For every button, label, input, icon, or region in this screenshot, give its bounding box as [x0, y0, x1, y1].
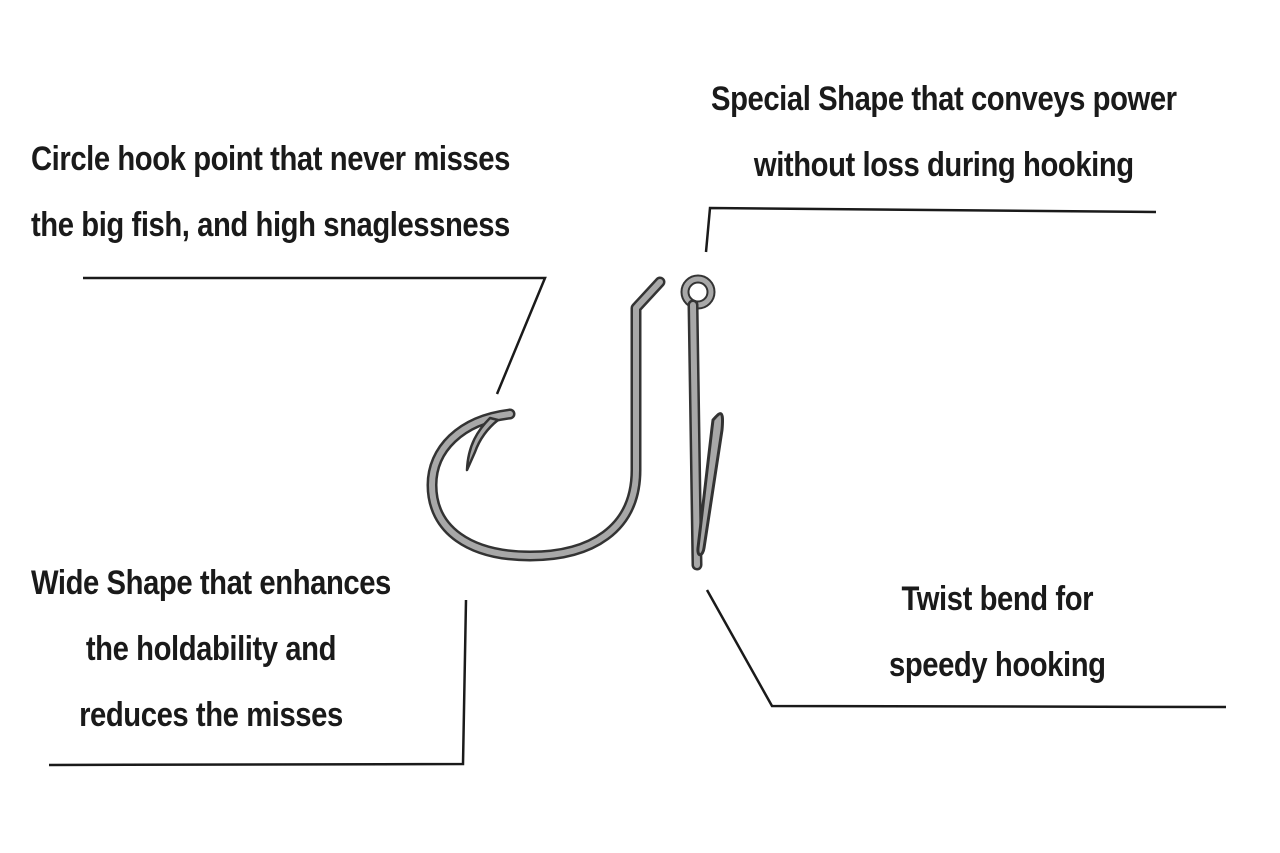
annotation-circle-point: Circle hook point that never misses the … — [31, 126, 510, 258]
annotation-line: reduces the misses — [79, 696, 343, 734]
annotation-twist-bend: Twist bend for speedy hooking — [889, 566, 1106, 698]
circle-hook-icon — [426, 276, 666, 562]
leader-line-twist-bend — [705, 589, 1227, 709]
annotation-line: without loss during hooking — [753, 146, 1134, 184]
annotation-wide-shape: Wide Shape that enhances the holdability… — [31, 550, 391, 748]
annotation-line: the big fish, and high snaglessness — [31, 206, 510, 244]
circle-hook-barb — [465, 416, 500, 472]
hook-shank-fill — [690, 302, 700, 568]
annotation-line: the holdability and — [85, 630, 337, 668]
leader-line-circle-point — [83, 276, 547, 395]
circle-hook-body-fill — [429, 279, 663, 559]
annotation-line: Twist bend for — [901, 580, 1094, 618]
hook-twist-bend — [696, 412, 724, 557]
annotation-line: Wide Shape that enhances — [31, 564, 391, 602]
annotation-line: speedy hooking — [889, 646, 1106, 684]
leader-line-wide-shape — [48, 599, 468, 767]
annotation-line: Circle hook point that never misses — [31, 140, 510, 178]
leader-line-special-shape — [704, 206, 1157, 253]
annotation-special-shape: Special Shape that conveys power without… — [711, 66, 1177, 198]
annotation-line: Special Shape that conveys power — [711, 80, 1177, 118]
edge-hook-icon — [680, 274, 724, 571]
